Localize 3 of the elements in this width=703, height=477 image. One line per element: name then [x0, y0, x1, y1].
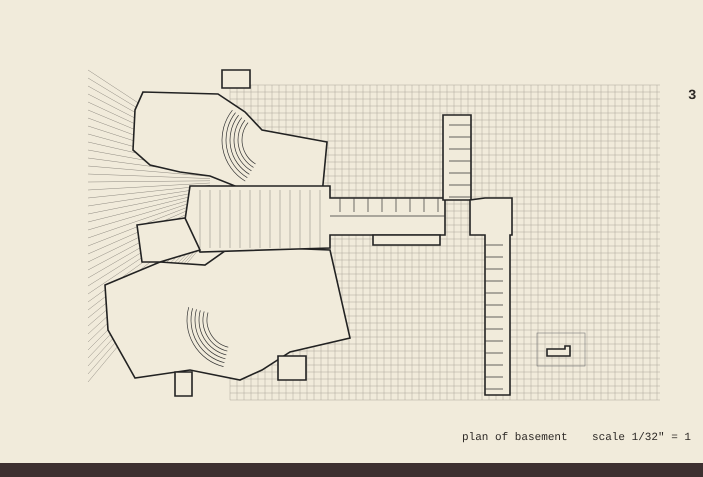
drawing-title: plan of basement: [462, 432, 568, 444]
scale-note: scale 1/32" = 1: [592, 432, 692, 444]
sheet-number: 3: [688, 88, 696, 104]
